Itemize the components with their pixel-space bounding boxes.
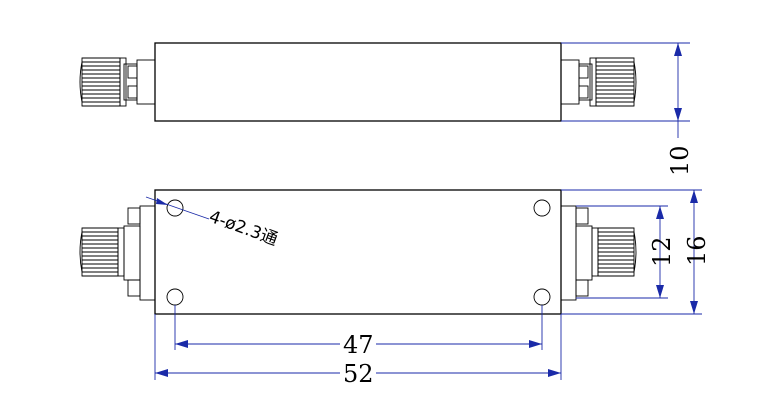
dim-hole-spacing-12: 12: [576, 205, 676, 299]
dim-16-label: 16: [683, 235, 711, 266]
top-view-left-connector: [79, 57, 156, 107]
dim-12-label: 12: [648, 236, 676, 267]
top-view: 10: [79, 42, 694, 176]
mounting-hole-bottom-left: [166, 288, 184, 306]
dim-52-label: 52: [343, 360, 374, 388]
bottom-view-left-connector: [79, 205, 156, 301]
hole-note: 4-ø2.3通: [145, 196, 280, 250]
bottom-view-right-connector: [560, 205, 637, 301]
hole-note-label: 4-ø2.3通: [206, 207, 280, 250]
dim-hole-spacing-47: 47: [174, 305, 543, 359]
dim-height-10: 10: [561, 42, 694, 176]
bottom-view: 4-ø2.3通 12 16 47: [79, 189, 711, 388]
dim-10-label: 10: [666, 145, 694, 176]
mounting-hole-top-right: [533, 199, 551, 217]
dim-width-16: 16: [561, 189, 711, 315]
top-view-body: [154, 42, 562, 122]
mounting-hole-top-left: [166, 199, 184, 217]
top-view-right-connector: [560, 57, 637, 107]
dim-47-label: 47: [343, 331, 374, 359]
mounting-hole-bottom-right: [533, 288, 551, 306]
dim-length-52: 52: [154, 314, 562, 388]
